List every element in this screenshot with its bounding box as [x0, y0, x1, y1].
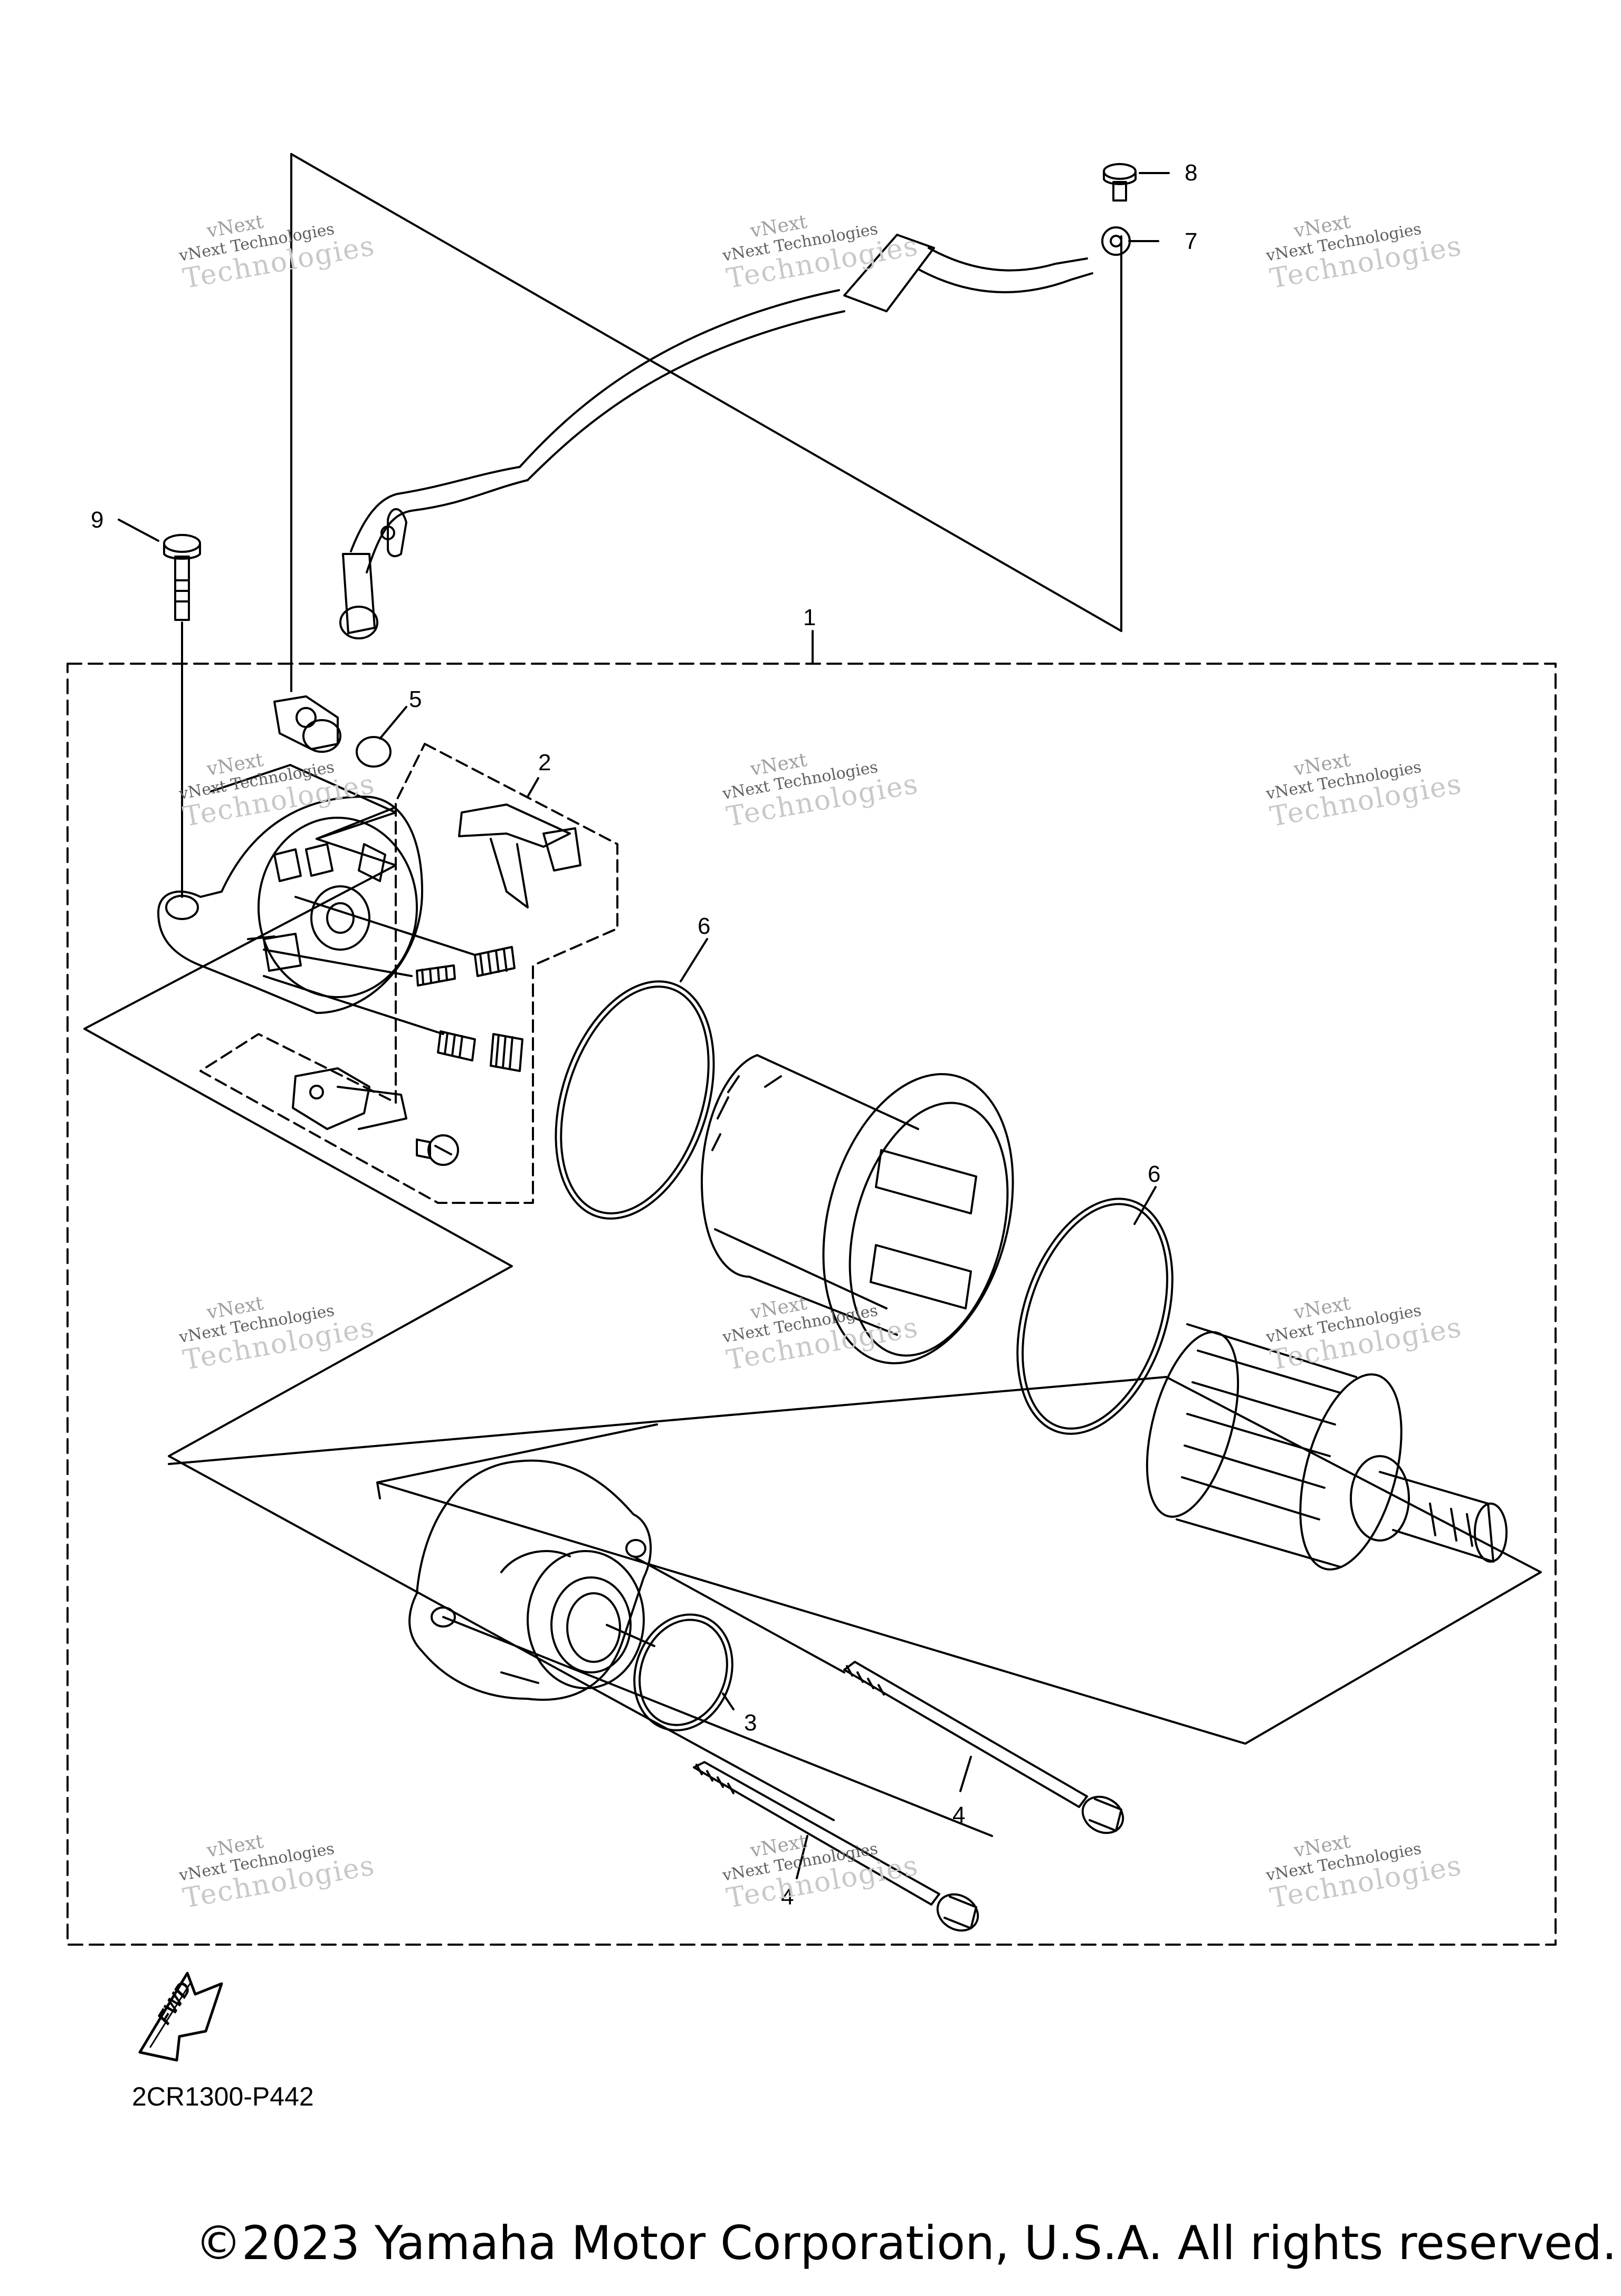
brush-kit-boundary — [199, 743, 618, 1204]
callout-9: 9 — [91, 507, 103, 533]
bolt-9 — [163, 534, 201, 621]
o-ring-6-left — [555, 980, 715, 1220]
brush-plate-outline — [83, 764, 835, 1821]
callout-5: 5 — [409, 686, 422, 712]
brush-upper — [458, 803, 581, 908]
through-bolt-upper — [843, 1661, 1124, 1834]
callout-6-right: 6 — [1148, 1161, 1160, 1187]
callout-7: 7 — [1185, 228, 1197, 254]
brush-screw — [416, 1134, 459, 1166]
armature — [1146, 1323, 1508, 1571]
spring-1 — [474, 946, 516, 977]
yoke-housing — [701, 1054, 1014, 1365]
copyright-notice: ©2023 Yamaha Motor Corporation, U.S.A. A… — [195, 2216, 1617, 2270]
armature-boundary — [168, 1376, 1542, 1745]
callout-2: 2 — [538, 750, 551, 776]
callout-4-lower: 4 — [781, 1884, 794, 1910]
spring-4 — [490, 1033, 523, 1072]
callout-3: 3 — [744, 1710, 757, 1736]
callout-6-left: 6 — [698, 913, 710, 939]
rear-cover — [157, 796, 476, 1035]
spring-3 — [437, 1030, 476, 1061]
o-ring-3 — [633, 1613, 733, 1731]
diagram-part-code: 2CR1300-P442 — [132, 2082, 314, 2111]
o-ring-6-right — [1016, 1198, 1174, 1435]
callout-1: 1 — [803, 605, 816, 630]
callout-4-upper: 4 — [952, 1802, 965, 1828]
through-bolt-lower — [693, 1761, 979, 1932]
callout-8: 8 — [1185, 160, 1197, 186]
screw-8 — [1103, 163, 1137, 202]
terminal-bolt — [273, 695, 341, 753]
o-ring-5 — [356, 736, 392, 768]
front-cover — [408, 1459, 652, 1701]
fwd-arrow-icon: FWD — [138, 1972, 223, 2062]
spring-2 — [416, 964, 456, 987]
brush-lower — [292, 1067, 407, 1130]
